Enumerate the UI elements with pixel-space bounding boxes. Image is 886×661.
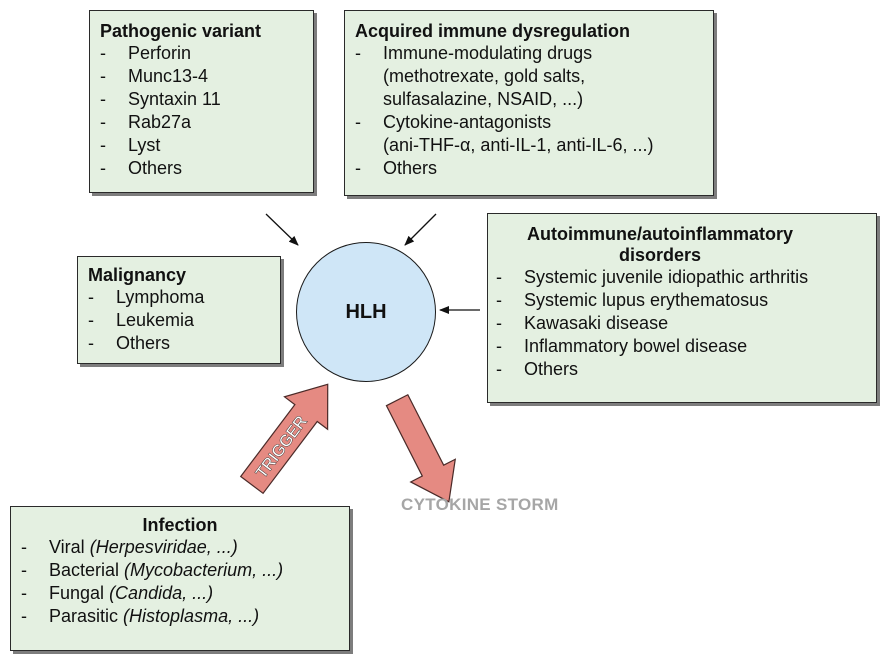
list-item-line: sulfasalazine, NSAID, ...) — [383, 89, 584, 109]
infection-type: Viral — [49, 537, 85, 557]
list-item: Others — [100, 157, 301, 180]
pathogenic-variant-box: Pathogenic variant Perforin Munc13-4 Syn… — [89, 10, 314, 193]
infection-box: Infection Viral (Herpesviridae, ...) Bac… — [10, 506, 350, 651]
autoimmune-disorders-box: Autoimmune/autoinflammatory disorders Sy… — [487, 213, 877, 403]
infection-example: (Histoplasma, ...) — [123, 606, 260, 626]
list-item: Others — [355, 157, 701, 180]
list-item: Immune-modulating drugs (methotrexate, g… — [355, 42, 701, 111]
trigger-arrow — [239, 383, 329, 495]
list-item: Systemic juvenile idiopathic arthritis — [496, 266, 864, 289]
autoimmune-title-line: Autoimmune/autoinflammatory — [526, 224, 794, 244]
autoimmune-disorders-list: Systemic juvenile idiopathic arthritis S… — [496, 266, 864, 381]
infection-example: (Mycobacterium, ...) — [124, 560, 284, 580]
pathogenic-variant-title: Pathogenic variant — [100, 21, 262, 41]
list-item: Leukemia — [88, 309, 270, 332]
list-item: Perforin — [100, 42, 301, 65]
arrow-pathogenic-to-hlh — [265, 213, 299, 246]
list-item: Bacterial (Mycobacterium, ...) — [21, 559, 339, 582]
list-item: Rab27a — [100, 111, 301, 134]
list-item: Viral (Herpesviridae, ...) — [21, 536, 339, 559]
hlh-label: HLH — [345, 300, 387, 323]
autoimmune-disorders-title: Autoimmune/autoinflammatory disorders — [496, 224, 864, 266]
infection-example: (Herpesviridae, ...) — [89, 537, 238, 557]
infection-example: (Candida, ...) — [109, 583, 214, 603]
acquired-immune-dysregulation-title: Acquired immune dysregulation — [355, 21, 631, 41]
infection-list: Viral (Herpesviridae, ...) Bacterial (My… — [21, 536, 339, 628]
acquired-immune-dysregulation-list: Immune-modulating drugs (methotrexate, g… — [355, 42, 701, 180]
list-item-line: Immune-modulating drugs — [383, 43, 593, 63]
infection-title: Infection — [142, 515, 218, 535]
list-item: Cytokine-antagonists (ani-THF-α, anti-IL… — [355, 111, 701, 157]
list-item: Others — [88, 332, 270, 355]
list-item: Others — [496, 358, 864, 381]
malignancy-title: Malignancy — [88, 265, 187, 285]
list-item-line: Cytokine-antagonists — [383, 112, 552, 132]
infection-type: Fungal — [49, 583, 105, 603]
pathogenic-variant-list: Perforin Munc13-4 Syntaxin 11 Rab27a Lys… — [100, 42, 301, 180]
list-item: Systemic lupus erythematosus — [496, 289, 864, 312]
list-item: Lyst — [100, 134, 301, 157]
arrow-acquired-to-hlh — [404, 213, 437, 246]
list-item: Parasitic (Histoplasma, ...) — [21, 605, 339, 628]
list-item: Inflammatory bowel disease — [496, 335, 864, 358]
cytokine-storm-arrow — [385, 393, 457, 503]
list-item: Syntaxin 11 — [100, 88, 301, 111]
malignancy-box: Malignancy Lymphoma Leukemia Others — [77, 256, 281, 364]
acquired-immune-dysregulation-box: Acquired immune dysregulation Immune-mod… — [344, 10, 714, 196]
infection-type: Bacterial — [49, 560, 120, 580]
autoimmune-title-line: disorders — [618, 245, 702, 265]
list-item: Fungal (Candida, ...) — [21, 582, 339, 605]
list-item: Munc13-4 — [100, 65, 301, 88]
list-item-line: (ani-THF-α, anti-IL-1, anti-IL-6, ...) — [383, 135, 654, 155]
list-item: Kawasaki disease — [496, 312, 864, 335]
cytokine-storm-label: CYTOKINE STORM — [401, 495, 559, 514]
infection-type: Parasitic — [49, 606, 119, 626]
list-item-line: (methotrexate, gold salts, — [383, 66, 586, 86]
list-item-line: Others — [383, 158, 438, 178]
malignancy-list: Lymphoma Leukemia Others — [88, 286, 270, 355]
hlh-node: HLH — [296, 242, 436, 382]
list-item: Lymphoma — [88, 286, 270, 309]
